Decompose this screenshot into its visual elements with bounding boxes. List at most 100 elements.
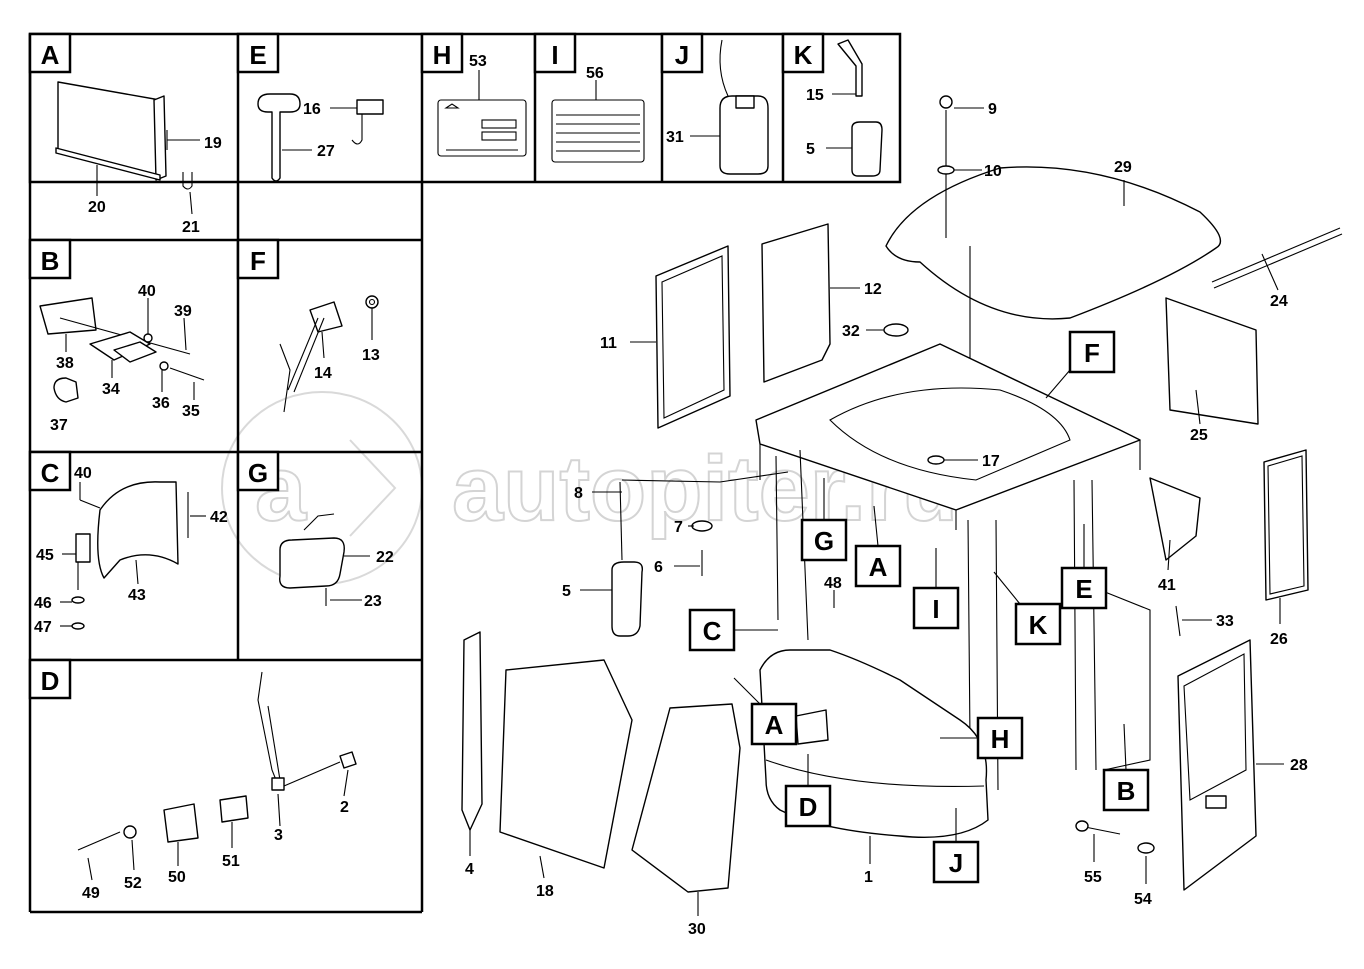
svg-text:E: E xyxy=(249,40,266,70)
svg-text:15: 15 xyxy=(806,87,824,104)
callout-a-lower: A xyxy=(733,677,798,746)
svg-text:27: 27 xyxy=(317,143,335,160)
section-g-parts: 22 23 xyxy=(279,513,394,610)
svg-text:E: E xyxy=(1075,574,1092,604)
callout-g: G xyxy=(800,478,848,562)
svg-text:23: 23 xyxy=(364,593,382,610)
svg-text:49: 49 xyxy=(82,885,100,902)
section-label-b: B xyxy=(28,238,72,280)
svg-text:10: 10 xyxy=(984,163,1002,180)
svg-text:25: 25 xyxy=(1190,427,1208,444)
svg-text:C: C xyxy=(703,616,722,646)
section-letters: A E H I J K B F C G D xyxy=(28,32,825,700)
callout-d: D xyxy=(784,754,832,828)
svg-text:5: 5 xyxy=(806,141,815,158)
section-c-parts: 40 42 45 43 46 47 xyxy=(34,465,228,636)
svg-text:21: 21 xyxy=(182,219,200,236)
svg-text:40: 40 xyxy=(74,465,92,482)
svg-text:55: 55 xyxy=(1084,869,1102,886)
section-f-parts: 13 14 xyxy=(279,295,380,413)
svg-text:13: 13 xyxy=(362,347,380,364)
svg-text:C: C xyxy=(41,458,60,488)
section-i-parts: 56 xyxy=(551,65,645,163)
svg-text:5: 5 xyxy=(562,583,571,600)
svg-text:12: 12 xyxy=(864,281,882,298)
svg-text:19: 19 xyxy=(204,135,222,152)
svg-text:39: 39 xyxy=(174,303,192,320)
svg-text:1: 1 xyxy=(864,869,873,886)
callout-boxes: F G A I K E C A H D J B xyxy=(688,330,1150,884)
svg-text:4: 4 xyxy=(465,861,474,878)
svg-text:47: 47 xyxy=(34,619,52,636)
svg-text:18: 18 xyxy=(536,883,554,900)
svg-text:17: 17 xyxy=(982,453,1000,470)
svg-text:53: 53 xyxy=(469,53,487,70)
svg-text:J: J xyxy=(949,848,963,878)
svg-text:B: B xyxy=(1117,776,1136,806)
section-label-d: D xyxy=(28,658,72,700)
svg-text:A: A xyxy=(41,40,60,70)
section-j-parts: 31 xyxy=(666,39,769,175)
section-label-i: I xyxy=(533,32,577,74)
svg-text:G: G xyxy=(814,526,834,556)
svg-text:54: 54 xyxy=(1134,891,1152,908)
svg-text:3: 3 xyxy=(274,827,283,844)
section-label-c: C xyxy=(28,450,72,492)
svg-text:22: 22 xyxy=(376,549,394,566)
svg-text:G: G xyxy=(248,458,268,488)
svg-text:24: 24 xyxy=(1270,293,1288,310)
svg-text:36: 36 xyxy=(152,395,170,412)
svg-text:2: 2 xyxy=(340,799,349,816)
svg-text:48: 48 xyxy=(824,575,842,592)
svg-text:26: 26 xyxy=(1270,631,1288,648)
svg-text:50: 50 xyxy=(168,869,186,886)
svg-text:F: F xyxy=(250,246,266,276)
svg-text:B: B xyxy=(41,246,60,276)
svg-text:I: I xyxy=(932,594,939,624)
section-label-h: H xyxy=(420,32,464,74)
callout-c: C xyxy=(688,608,778,652)
svg-text:43: 43 xyxy=(128,587,146,604)
svg-text:28: 28 xyxy=(1290,757,1308,774)
svg-text:31: 31 xyxy=(666,129,684,146)
svg-text:37: 37 xyxy=(50,417,68,434)
section-label-a: A xyxy=(28,32,72,74)
svg-text:D: D xyxy=(41,666,60,696)
svg-text:K: K xyxy=(1029,610,1048,640)
svg-text:51: 51 xyxy=(222,853,240,870)
section-label-e: E xyxy=(236,32,280,74)
svg-text:6: 6 xyxy=(654,559,663,576)
callout-a-upper: A xyxy=(854,505,902,588)
section-b-parts: 40 39 38 34 36 35 37 xyxy=(39,283,205,434)
callout-i: I xyxy=(912,548,960,630)
svg-text:20: 20 xyxy=(88,199,106,216)
svg-text:40: 40 xyxy=(138,283,156,300)
main-part-numbers: 9 10 29 24 12 11 32 25 17 8 7 6 5 48 41 … xyxy=(465,101,1308,938)
section-label-k: K xyxy=(781,32,825,74)
svg-text:K: K xyxy=(794,40,813,70)
callout-j: J xyxy=(932,808,980,884)
svg-text:H: H xyxy=(433,40,452,70)
svg-text:41: 41 xyxy=(1158,577,1176,594)
svg-text:45: 45 xyxy=(36,547,54,564)
callout-f: F xyxy=(1045,330,1116,399)
section-label-f: F xyxy=(236,238,280,280)
svg-text:J: J xyxy=(675,40,689,70)
svg-text:H: H xyxy=(991,724,1010,754)
svg-text:30: 30 xyxy=(688,921,706,938)
callout-e: E xyxy=(1060,524,1108,610)
section-a-parts: 19 20 21 xyxy=(55,81,222,236)
svg-text:I: I xyxy=(551,40,558,70)
svg-text:29: 29 xyxy=(1114,159,1132,176)
callout-b: B xyxy=(1102,723,1150,812)
section-label-g: G xyxy=(236,450,280,492)
svg-text:33: 33 xyxy=(1216,613,1234,630)
svg-text:F: F xyxy=(1084,338,1100,368)
section-d-parts: 2 3 49 52 50 51 xyxy=(77,671,357,902)
callout-k: K xyxy=(993,571,1062,646)
section-e-parts: 16 27 xyxy=(257,93,384,182)
svg-text:32: 32 xyxy=(842,323,860,340)
svg-text:14: 14 xyxy=(314,365,332,382)
svg-text:9: 9 xyxy=(988,101,997,118)
